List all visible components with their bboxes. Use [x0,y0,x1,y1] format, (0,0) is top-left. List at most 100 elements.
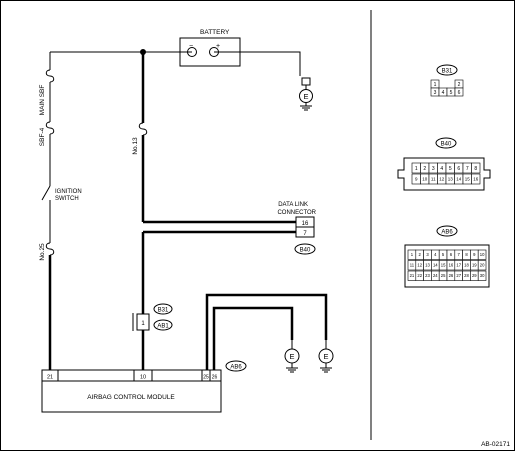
ab6-pin-14-label: 14 [433,263,438,268]
ab6-pin-3-label: 3 [426,252,429,257]
ab6-pin-13-label: 13 [425,263,430,268]
ab6-pin-30-cell [477,270,487,281]
ab6-pin-20-cell [477,260,487,271]
b40-pin-6-label: 6 [457,166,460,172]
battery: BATTERY − + [179,29,241,67]
b40-pin-12-label: 12 [439,177,445,182]
b40-pin-8-label: 8 [474,166,477,172]
ab6-pin-11-label: 11 [410,263,415,268]
ab6-pin-15-label: 15 [441,263,446,268]
ab6-pin-28-label: 28 [464,273,469,278]
ab6-pin-17-label: 17 [456,263,461,268]
ab6-pin-1-label: 1 [411,252,414,257]
connector-view-b40-id: B40 [441,142,452,148]
b31-pin-1-label: 1 [434,82,437,88]
fuse-no25-label: No.25 [39,243,46,261]
ab6-pin-20-label: 20 [480,263,485,268]
diagnosis-line [141,230,296,370]
b31-pin-6-label: 6 [458,90,461,96]
battery-minus-sign: − [189,43,193,50]
b40-pin-9-label: 9 [415,177,418,182]
ab6-pin-16-label: 16 [449,263,454,268]
ab6-pin-24-label: 24 [433,273,438,278]
ab6-pin-10-label: 10 [480,252,485,257]
airbag-control-module: 21 10 25 26 AIRBAG CONTROL MODULE AB6 [41,360,247,413]
ab6-pin-4-label: 4 [434,252,437,257]
b40-pin-16-label: 16 [473,177,479,182]
battery-label: BATTERY [200,29,230,36]
module-pin-25: 25 [203,375,209,381]
ab6-pin-19-label: 19 [472,263,477,268]
module-pin-21: 21 [47,375,53,381]
ignition-switch-label-1: IGNITION [55,189,82,195]
b31-pin-2-label: 2 [458,82,461,88]
b40-pin-14-label: 14 [456,177,462,182]
b31-pin-6-cell [454,87,464,97]
ab6-pin-6-label: 6 [450,252,453,257]
b40-pin-2-label: 2 [423,166,426,172]
tag-b31: B31 [158,308,169,314]
b40-pin-5-label: 5 [449,166,452,172]
b40-pin-4-label: 4 [440,166,443,172]
module-pin-26: 26 [212,375,218,381]
b40-pin-15-label: 15 [465,177,471,182]
figure-code: AB-02171 [481,441,510,448]
b31-pin-4-label: 4 [442,90,445,96]
b40-pin-10-label: 10 [422,177,428,182]
ground-label-right: E [324,352,329,361]
data-link-connector-id: B40 [300,248,311,254]
fuse-sbf4-label: SBF-4 [39,127,46,146]
ground-left: E [284,340,300,373]
data-link-label-2: CONNECTOR [277,210,316,216]
ab6-pin-8-label: 8 [465,252,468,257]
ground-label-battery: E [304,92,309,101]
module-connector-id: AB6 [230,365,242,371]
ab6-pin-21-label: 21 [410,273,415,278]
data-link-pin-7: 7 [303,231,307,237]
module-name: AIRBAG CONTROL MODULE [87,394,175,401]
ab6-pin-9-label: 9 [473,252,476,257]
data-link-label-1: DATA LINK [278,202,308,208]
branch-no13 [138,49,296,224]
b40-pin-8-cell [471,162,481,174]
ab6-pin-25-label: 25 [441,273,446,278]
b40-pin-16-cell [471,173,481,185]
b40-pin-7-label: 7 [466,166,469,172]
b40-pin-11-label: 11 [431,177,436,182]
b40-pin-13-label: 13 [448,177,454,182]
ab6-pin-29-label: 29 [472,273,477,278]
b31-pin-3-label: 3 [434,90,437,96]
ab6-pin-18-label: 18 [464,263,469,268]
connector-view-b31-id: B31 [442,69,453,75]
ab6-pin-7-label: 7 [458,252,461,257]
ab6-pin-27-label: 27 [456,273,461,278]
ground-right: E [318,340,334,373]
fuse-main-sbf-label: MAIN SBF [39,85,46,116]
connector-view-ab6-id: AB6 [441,230,453,236]
ab6-pin-10-cell [477,249,487,260]
ab6-pin-26-label: 26 [449,273,454,278]
ignition-switch-label-2: SWITCH [55,196,79,202]
fuse-no13-label: No.13 [132,137,139,155]
inline-connector-b31-ab1: 1 B31 AB1 [132,303,173,331]
tag-ab1: AB1 [157,324,169,330]
b40-pin-3-label: 3 [432,166,435,172]
b40-pin-1-label: 1 [415,166,418,172]
data-link-connector: DATA LINK CONNECTOR 16 7 B40 [277,202,317,255]
ab6-pin-12-label: 12 [417,263,422,268]
ab6-pin-30-label: 30 [480,273,485,278]
data-link-pin-16: 16 [302,221,309,227]
b31-pin-5-label: 5 [450,90,453,96]
ab6-pin-5-label: 5 [442,252,445,257]
module-pin-10: 10 [140,375,146,381]
ab6-pin-23-label: 23 [425,273,430,278]
ground-label-left: E [290,352,295,361]
ab6-pin-22-label: 22 [417,273,422,278]
battery-ground: E [214,51,313,111]
battery-plus-sign: + [216,43,220,50]
ab6-pin-2-label: 2 [419,252,422,257]
